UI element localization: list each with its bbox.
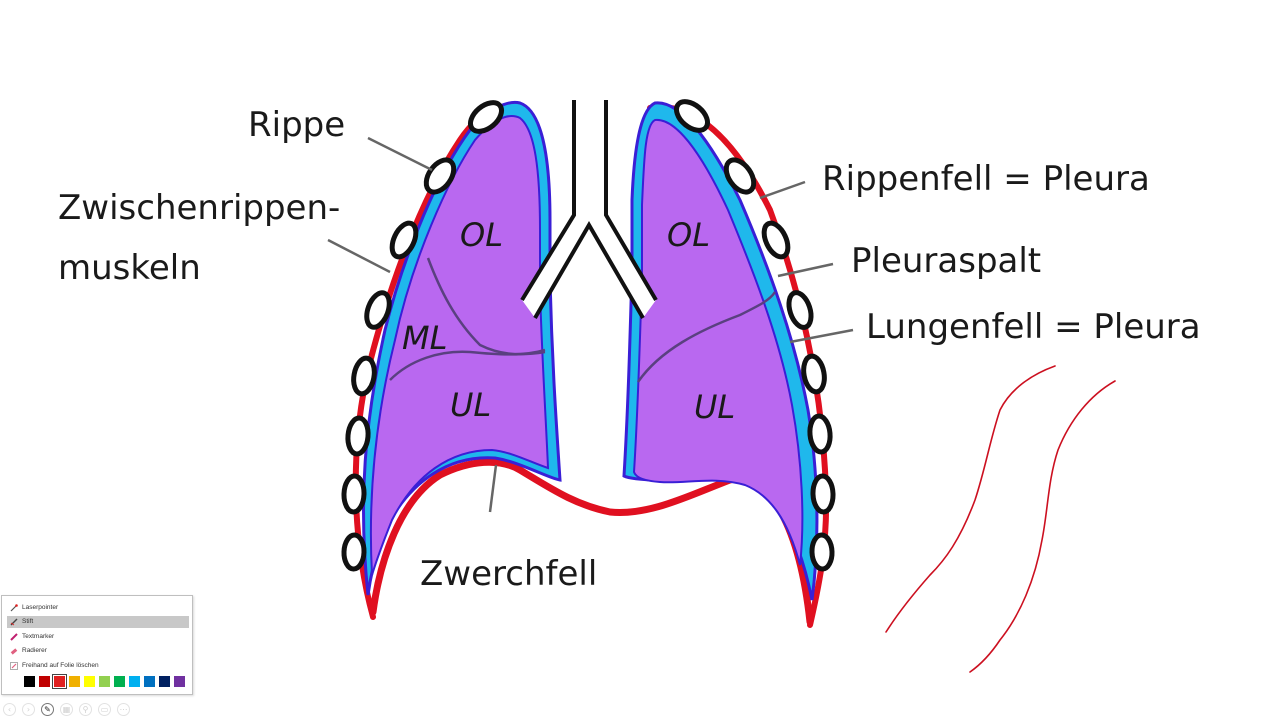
pen-tool-button[interactable]: ✎ — [41, 703, 54, 716]
lobe-label-left-upper: OL — [460, 216, 503, 254]
highlighter-icon — [10, 633, 18, 641]
presenter-toolbar: ‹ › ✎ ▦ ⚲ ▭ ⋯ — [0, 702, 140, 718]
color-swatch[interactable] — [69, 676, 80, 687]
see-all-slides-button[interactable]: ▦ — [60, 703, 73, 716]
erase-all-ink-icon — [10, 662, 18, 670]
lobe-label-right-upper: OL — [667, 216, 710, 254]
rib — [674, 99, 710, 133]
pen-options-menu: Laserpointer Stift Textmarker Radierer F… — [1, 595, 193, 695]
label-rippenfell: Rippenfell = Pleura — [822, 159, 1150, 199]
menu-item-label: Freihand auf Folie löschen — [22, 662, 99, 669]
ribs-left — [341, 100, 504, 572]
leader-line-lungenfell — [789, 328, 854, 344]
color-swatch[interactable] — [99, 676, 110, 687]
label-pleuraspalt: Pleuraspalt — [851, 241, 1041, 281]
label-zwischenrippenmuskeln-line1: Zwischenrippen- — [58, 188, 340, 228]
leader-line-rippenfell — [759, 180, 806, 200]
pen-ink-stroke — [885, 365, 1056, 633]
color-swatch[interactable] — [159, 676, 170, 687]
zoom-button[interactable]: ⚲ — [79, 703, 92, 716]
trachea-wall — [604, 100, 658, 302]
menu-item-textmarker[interactable]: Textmarker — [7, 631, 189, 643]
lobe-label-left-middle: ML — [402, 319, 447, 357]
leader-line-rippe — [367, 136, 433, 172]
color-swatch[interactable] — [52, 674, 67, 689]
rib — [723, 157, 757, 195]
color-swatch[interactable] — [39, 676, 50, 687]
pen-ink-stroke — [969, 380, 1116, 673]
label-zwischenrippenmuskeln-line2: muskeln — [58, 248, 201, 288]
color-swatch[interactable] — [114, 676, 125, 687]
trachea-wall — [533, 221, 645, 320]
diaphragm — [369, 458, 814, 626]
color-swatch[interactable] — [174, 676, 185, 687]
leader-line-pleuraspalt — [777, 262, 834, 278]
color-swatch[interactable] — [129, 676, 140, 687]
rib — [351, 355, 377, 397]
more-options-button[interactable]: ⋯ — [117, 703, 130, 716]
label-lungenfell: Lungenfell = Pleura — [866, 307, 1201, 347]
rib — [341, 473, 367, 515]
leader-line-zwerchfell — [488, 464, 498, 513]
trachea — [522, 100, 656, 318]
menu-item-label: Textmarker — [22, 633, 55, 640]
ribs-right — [674, 99, 836, 572]
lobe-label-right-lower: UL — [694, 388, 735, 426]
label-rippe: Rippe — [248, 105, 345, 145]
previous-slide-button[interactable]: ‹ — [3, 703, 16, 716]
pen-icon — [10, 618, 18, 626]
label-zwerchfell: Zwerchfell — [420, 554, 597, 594]
rib — [809, 532, 835, 572]
next-slide-button[interactable]: › — [22, 703, 35, 716]
rib — [468, 100, 504, 134]
subtitles-button[interactable]: ▭ — [98, 703, 111, 716]
color-swatch[interactable] — [144, 676, 155, 687]
rib — [810, 473, 836, 515]
eraser-icon — [10, 648, 18, 655]
leader-lines — [327, 136, 854, 513]
rib — [786, 290, 814, 330]
rib — [389, 220, 419, 260]
menu-item-stift[interactable]: Stift — [7, 616, 189, 628]
menu-item-label: Radierer — [22, 647, 47, 654]
trachea-wall — [520, 100, 576, 302]
left-lobe-fissure — [389, 348, 546, 381]
menu-item-label: Stift — [22, 618, 34, 625]
menu-item-radierer[interactable]: Radierer — [7, 645, 189, 657]
rib — [807, 413, 833, 455]
rib — [801, 353, 827, 395]
menu-item-laserpointer[interactable]: Laserpointer — [7, 602, 189, 614]
right-lung — [632, 118, 804, 566]
left-lung — [369, 115, 550, 576]
rib — [345, 415, 371, 457]
laser-pointer-icon — [10, 604, 18, 612]
menu-item-label: Laserpointer — [22, 604, 59, 611]
rib — [364, 290, 392, 330]
lobe-label-left-lower: UL — [450, 386, 491, 424]
rib — [761, 220, 791, 260]
rib — [341, 532, 367, 572]
leader-line-zwischenrippen — [327, 238, 391, 274]
right-lobe-fissure — [636, 291, 777, 383]
menu-item-freihand-loeschen[interactable]: Freihand auf Folie löschen — [7, 660, 189, 672]
color-swatch[interactable] — [84, 676, 95, 687]
color-swatch[interactable] — [24, 676, 35, 687]
